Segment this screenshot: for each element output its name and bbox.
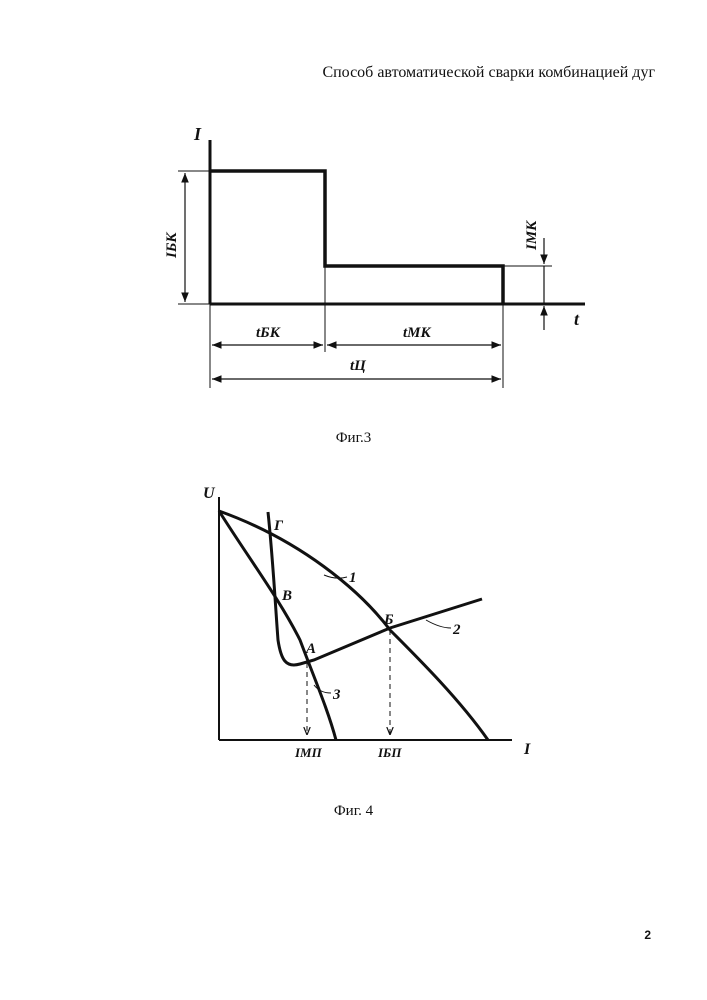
curve-1-label: 1 xyxy=(349,570,357,586)
figure-4-diagram: U I Г В Б А 1 2 3 IМП IБП xyxy=(0,0,707,800)
i-mp-label: IМП xyxy=(294,745,323,760)
point-g-label: Г xyxy=(273,518,284,534)
figure-4-caption: Фиг. 4 xyxy=(0,803,707,820)
curve-2-label: 2 xyxy=(452,622,461,638)
point-v-label: В xyxy=(281,588,292,604)
fig4-y-axis-label: U xyxy=(203,485,216,502)
fig4-x-axis-label: I xyxy=(523,741,531,758)
i-bp-label: IБП xyxy=(377,745,402,760)
curve-3-label: 3 xyxy=(332,687,341,703)
page-number: 2 xyxy=(644,928,651,942)
curve-1 xyxy=(219,511,488,740)
point-b-label: Б xyxy=(383,612,394,628)
point-a-label: А xyxy=(305,641,316,657)
